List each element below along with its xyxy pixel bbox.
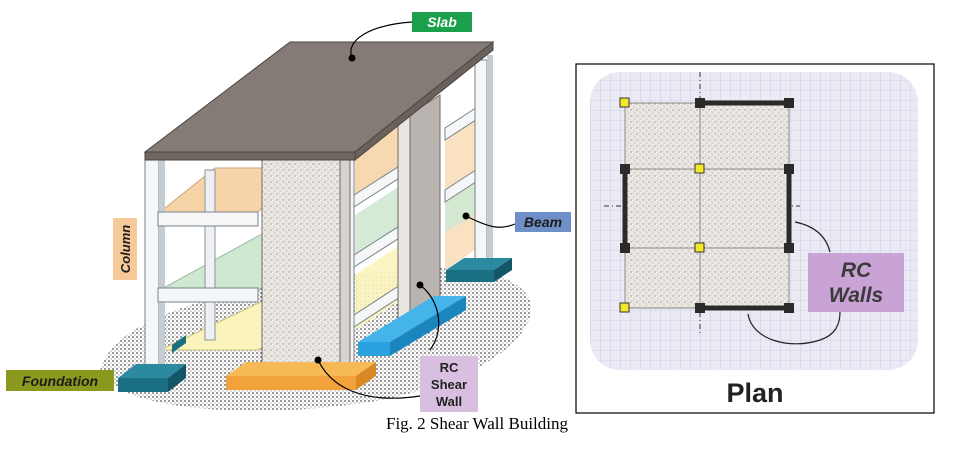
slab-label-text: Slab [427,14,457,30]
shear-wall-label-line-2: Shear [431,377,467,392]
left-beam-2 [157,287,259,303]
foundation-teal-back [446,258,512,282]
rc-walls-label-line-2: Walls [829,284,883,307]
shear-wall-label: RC Shear Wall [420,356,478,412]
figure-caption: Fig. 2 Shear Wall Building [385,414,568,433]
beam-label: Beam [515,212,571,232]
building-illustration [100,21,531,411]
foundation-teal-small [172,335,186,353]
column-label: Column [113,218,137,280]
left-column-front [144,154,165,376]
shear-wall-label-line-1: RC [440,360,459,375]
plan-title: Plan [726,378,784,408]
leader-dots [314,54,470,364]
plan-wall-columns [620,98,794,313]
beam-label-text: Beam [524,214,562,230]
plan-columns [619,97,705,313]
plan-rc-walls [622,100,792,311]
column-label-text: Column [118,225,133,273]
foundation-blue [358,296,466,356]
leader-lines [317,21,516,399]
rc-walls-label: RC Walls [808,253,904,312]
shear-wall-label-line-3: Wall [436,394,462,409]
slab [143,41,495,153]
plan-floor [624,102,790,309]
left-beam-1 [157,211,259,227]
slab-label: Slab [412,12,472,32]
foundation-orange [226,362,376,390]
rc-shear-wall-front [261,157,341,371]
foundation-label: Foundation [6,370,114,391]
foundation-label-text: Foundation [22,373,98,389]
plan-leaders [747,221,841,345]
plan-panel: RC Walls [575,63,935,414]
left-column-back [204,169,216,341]
plan-gridlines [625,103,789,308]
rc-walls-label-line-1: RC [841,259,872,282]
foundation-teal-front [118,364,186,392]
